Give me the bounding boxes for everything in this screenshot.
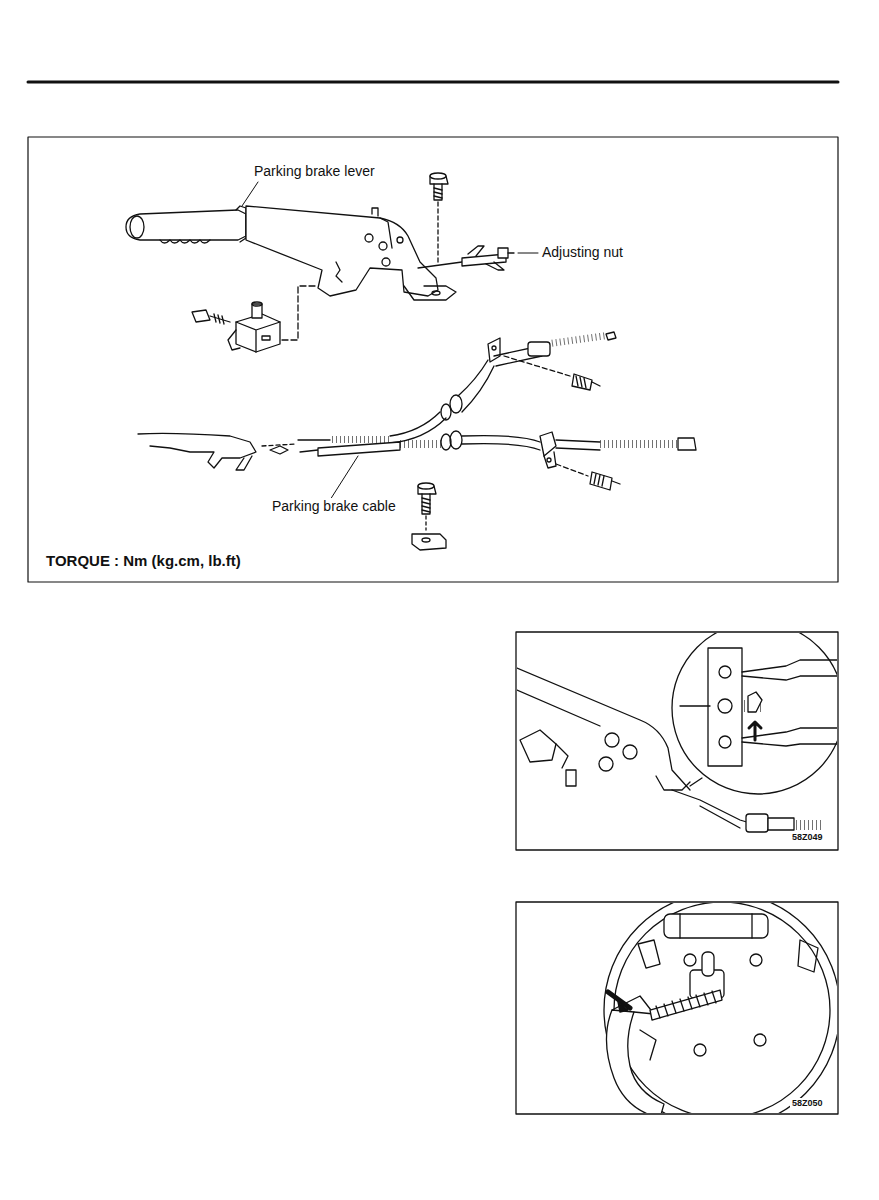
part-name: Parking brake cable: [270, 498, 398, 514]
torque-note: TORQUE : Nm (kg.cm, lb.ft): [44, 552, 243, 569]
figure-code: 58Z049: [790, 832, 825, 842]
figure-code: 58Z050: [790, 1098, 825, 1108]
part-name: Parking brake lever: [252, 163, 377, 179]
part-name: Adjusting nut: [540, 244, 625, 260]
